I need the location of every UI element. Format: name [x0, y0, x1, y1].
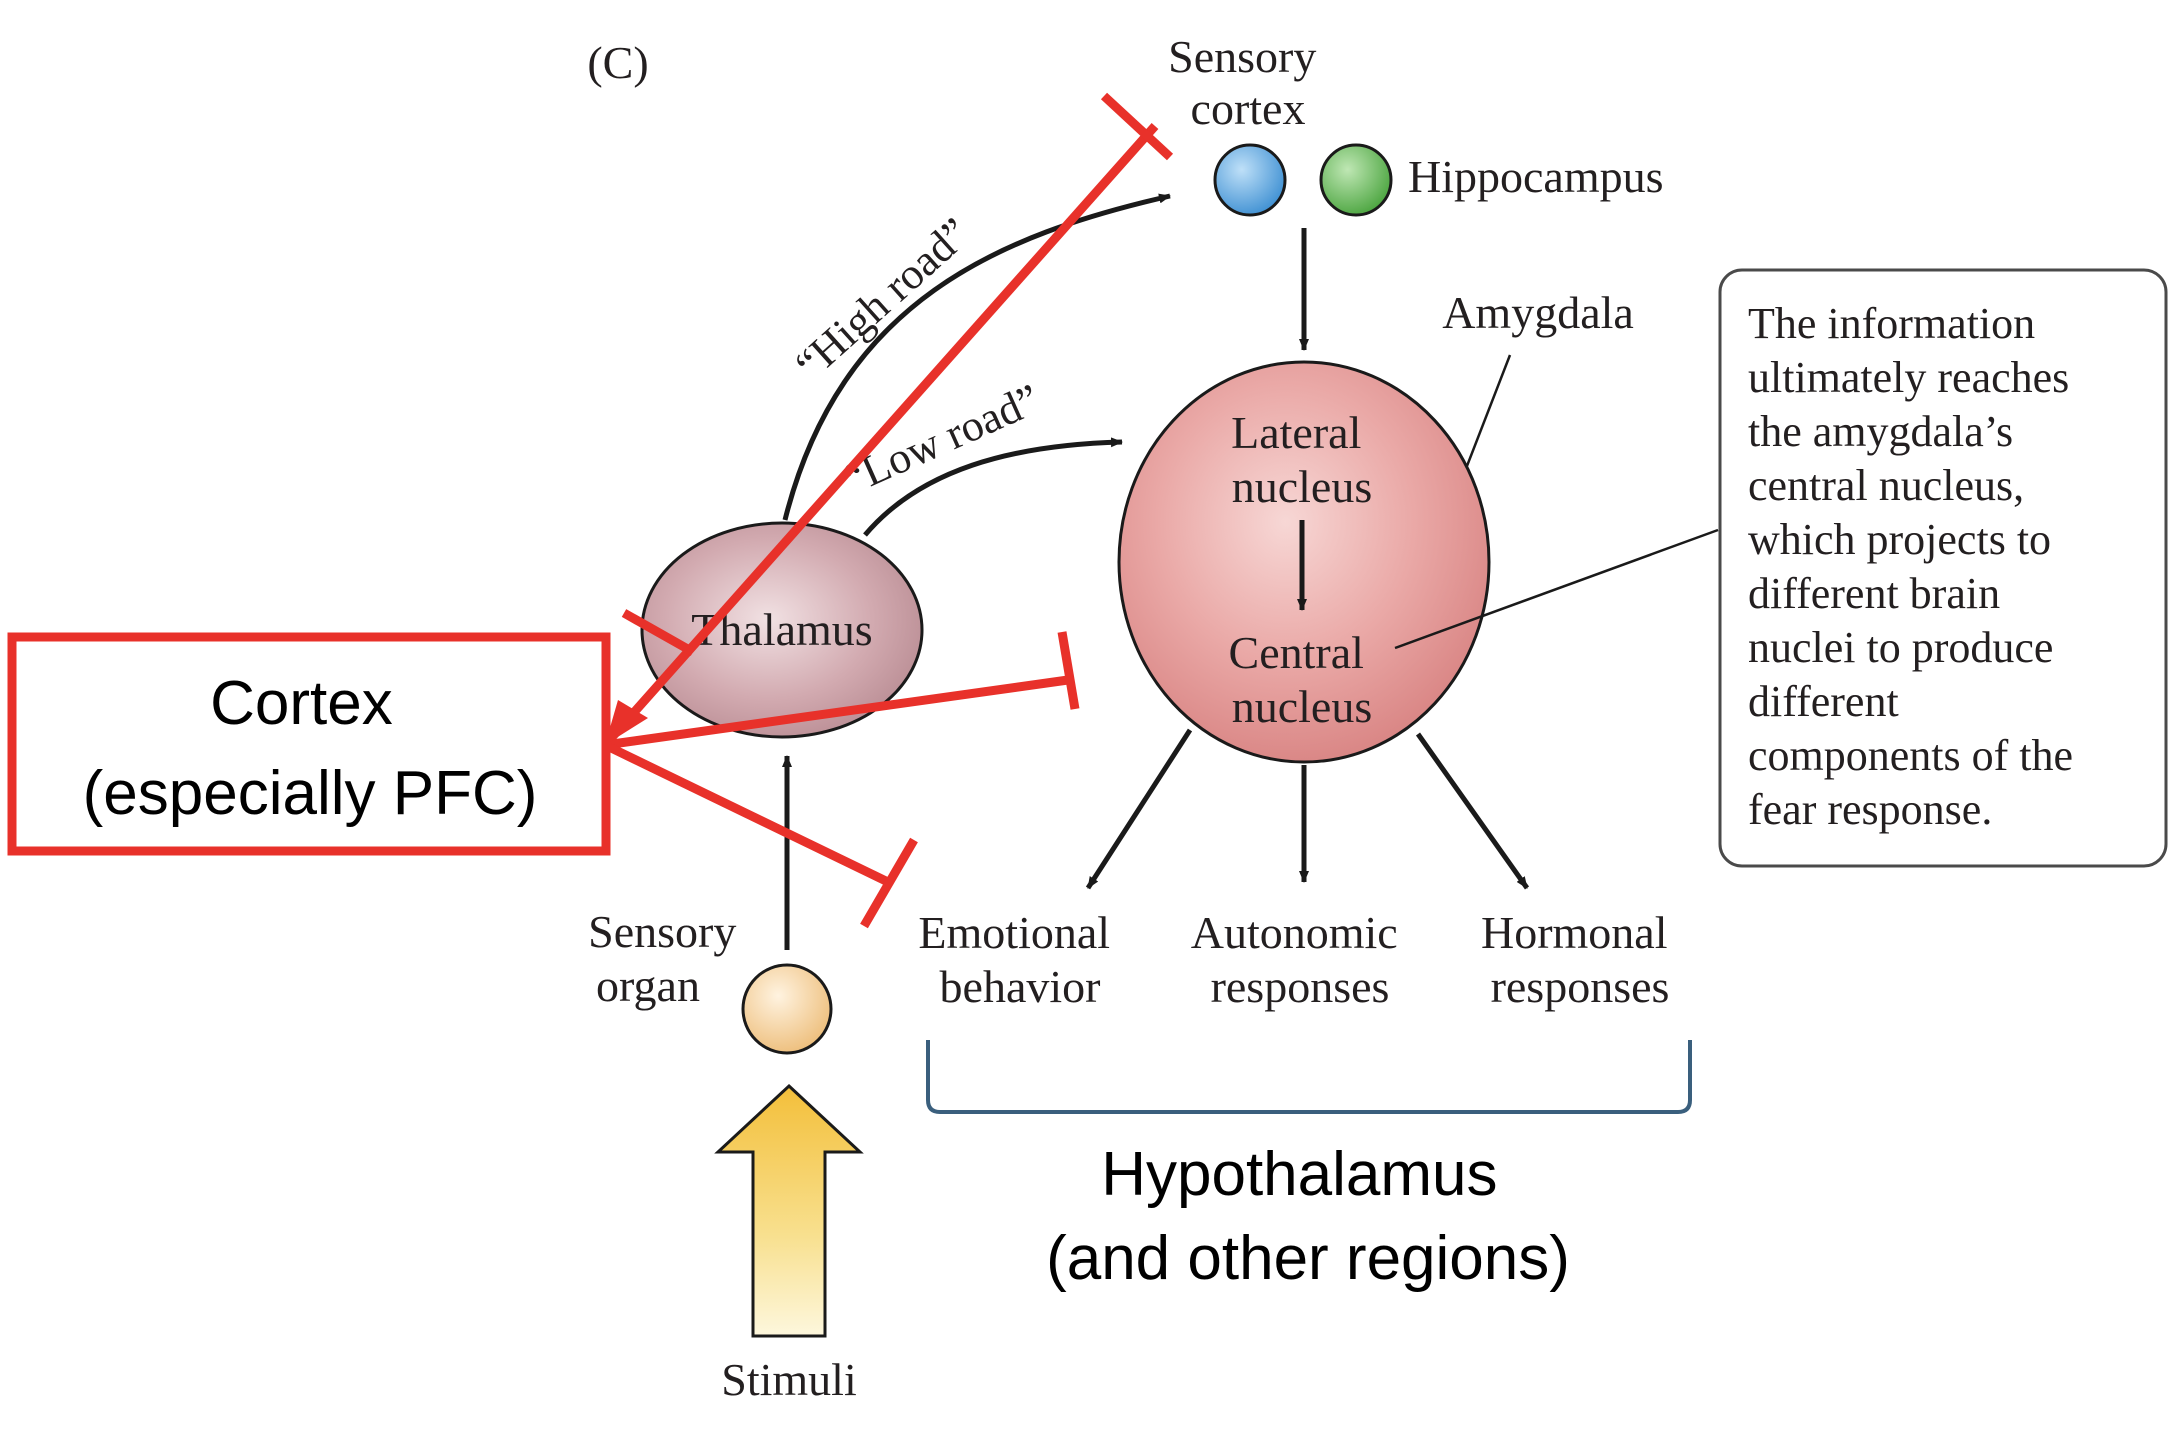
stimuli-label: Stimuli: [721, 1354, 856, 1405]
cortex-to-amygdala-line: [604, 675, 1069, 750]
hormonal-responses-label: Hormonal responses: [1481, 907, 1679, 1012]
hypothalamus-bracket: [926, 1040, 1692, 1114]
cortex-to-thalamus-bar: [621, 609, 696, 656]
low-road-label: “Low road”: [836, 374, 1047, 504]
sensory-cortex-node: [1213, 143, 1287, 217]
cortex-to-outputs-line: [603, 740, 892, 888]
high-road-arrow: [782, 193, 1171, 521]
stimuli-arrow: [714, 1083, 864, 1338]
hippocampus-label: Hippocampus: [1408, 151, 1664, 202]
sensory-cortex-label: Sensory cortex: [1168, 31, 1328, 134]
autonomic-responses-label: Autonomic responses: [1191, 907, 1409, 1012]
cortex-arrowhead: [605, 700, 648, 745]
amygdala-inhibit-bar: [1057, 631, 1080, 710]
info-box-text: The information ultimately reaches the a…: [1748, 299, 2084, 834]
amygdala-to-emotional-arrow: [1085, 728, 1193, 890]
cortex-box-label: Cortex (especially PFC): [83, 669, 538, 828]
thalamus-node: [640, 521, 924, 739]
sensory-organ-node: [741, 963, 833, 1055]
inhibitory-projections: [601, 92, 1174, 929]
low-road-arrow: [863, 437, 1123, 537]
hippocampus-node: [1319, 143, 1393, 217]
lateral-nucleus-label: Lateral nucleus: [1231, 407, 1373, 512]
sensory-cortex-inhibit-bar: [1100, 92, 1174, 161]
info-box: [1718, 268, 2168, 868]
info-box-leader-line: [1394, 528, 1719, 650]
amygdala-label: Amygdala: [1442, 287, 1634, 338]
outputs-inhibit-bar: [860, 837, 918, 929]
central-nucleus-label: Central nucleus: [1229, 627, 1376, 732]
cortex-to-sensory-cortex-line: [601, 123, 1159, 748]
emotional-behavior-label: Emotional behavior: [918, 907, 1121, 1012]
cortex-box: [7, 632, 611, 856]
panel-label: (C): [587, 37, 648, 88]
amygdala-to-hormonal-arrow: [1415, 732, 1530, 890]
hypothalamus-label: Hypothalamus (and other regions): [1046, 1140, 1570, 1293]
sensory-organ-label: Sensory organ: [588, 906, 748, 1011]
